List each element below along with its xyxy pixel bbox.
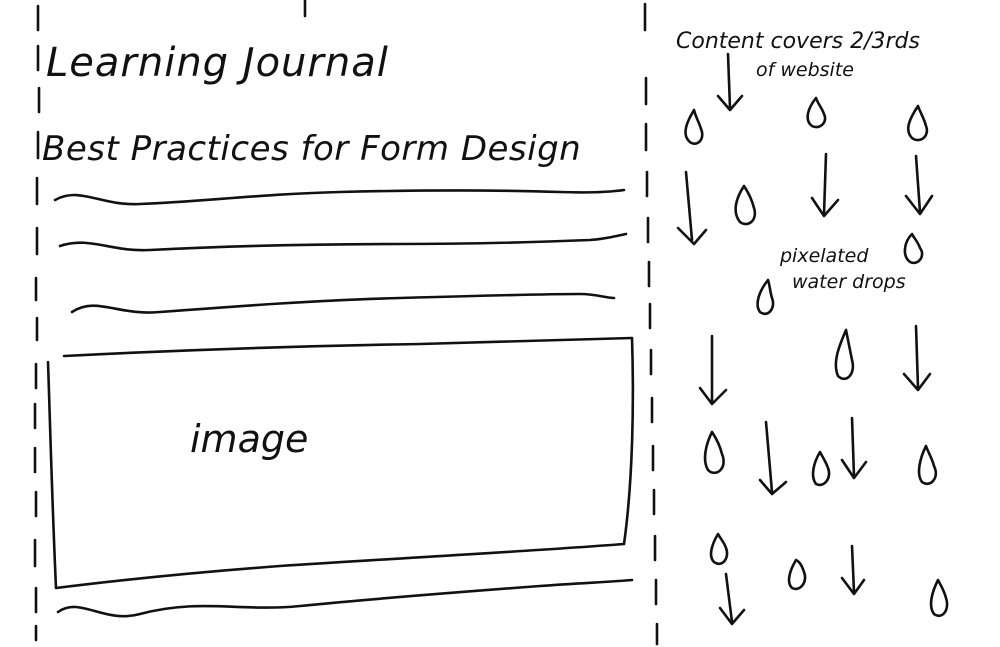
water-drop-icon bbox=[917, 444, 938, 486]
water-drops-decoration bbox=[684, 96, 949, 618]
paragraph-placeholder bbox=[53, 188, 628, 314]
water-drop-icon bbox=[787, 558, 807, 591]
water-drop-icon bbox=[806, 96, 827, 129]
down-arrows-decoration bbox=[676, 52, 934, 626]
water-drop-icon bbox=[811, 450, 831, 487]
down-arrow-icon bbox=[676, 170, 708, 246]
water-drop-icon bbox=[703, 430, 725, 475]
water-drop-icon bbox=[709, 532, 729, 566]
water-drop-icon bbox=[834, 328, 855, 381]
down-arrow-icon bbox=[840, 416, 868, 480]
text-line bbox=[70, 292, 616, 314]
water-drop-icon bbox=[756, 278, 775, 316]
water-drop-icon bbox=[929, 578, 949, 618]
text-line bbox=[53, 188, 626, 206]
left-column-divider bbox=[33, 4, 41, 642]
water-drop-icon bbox=[903, 232, 924, 265]
down-arrow-icon bbox=[718, 572, 746, 626]
down-arrow-icon bbox=[716, 52, 744, 112]
down-arrow-icon bbox=[810, 152, 840, 218]
post-title: Best Practices for Form Design bbox=[42, 129, 581, 169]
down-arrow-icon bbox=[840, 544, 866, 596]
water-drops-note: pixelated bbox=[779, 245, 869, 267]
water-drop-icon bbox=[734, 184, 757, 226]
water-drop-icon bbox=[684, 108, 704, 145]
image-label: image bbox=[190, 417, 308, 461]
text-line bbox=[56, 578, 634, 618]
text-line bbox=[58, 232, 628, 252]
content-sidebar-divider bbox=[643, 2, 659, 646]
down-arrow-icon bbox=[758, 420, 788, 496]
image-placeholder bbox=[46, 336, 635, 590]
water-drops-note-2: water drops bbox=[792, 271, 906, 293]
content-width-note-2: of website bbox=[756, 59, 854, 81]
content-width-note: Content covers 2/3rds bbox=[676, 29, 920, 54]
down-arrow-icon bbox=[904, 154, 934, 216]
down-arrow-icon bbox=[902, 324, 932, 392]
water-drop-icon bbox=[906, 104, 929, 142]
down-arrow-icon bbox=[698, 334, 728, 406]
blog-title: Learning Journal bbox=[46, 40, 389, 86]
